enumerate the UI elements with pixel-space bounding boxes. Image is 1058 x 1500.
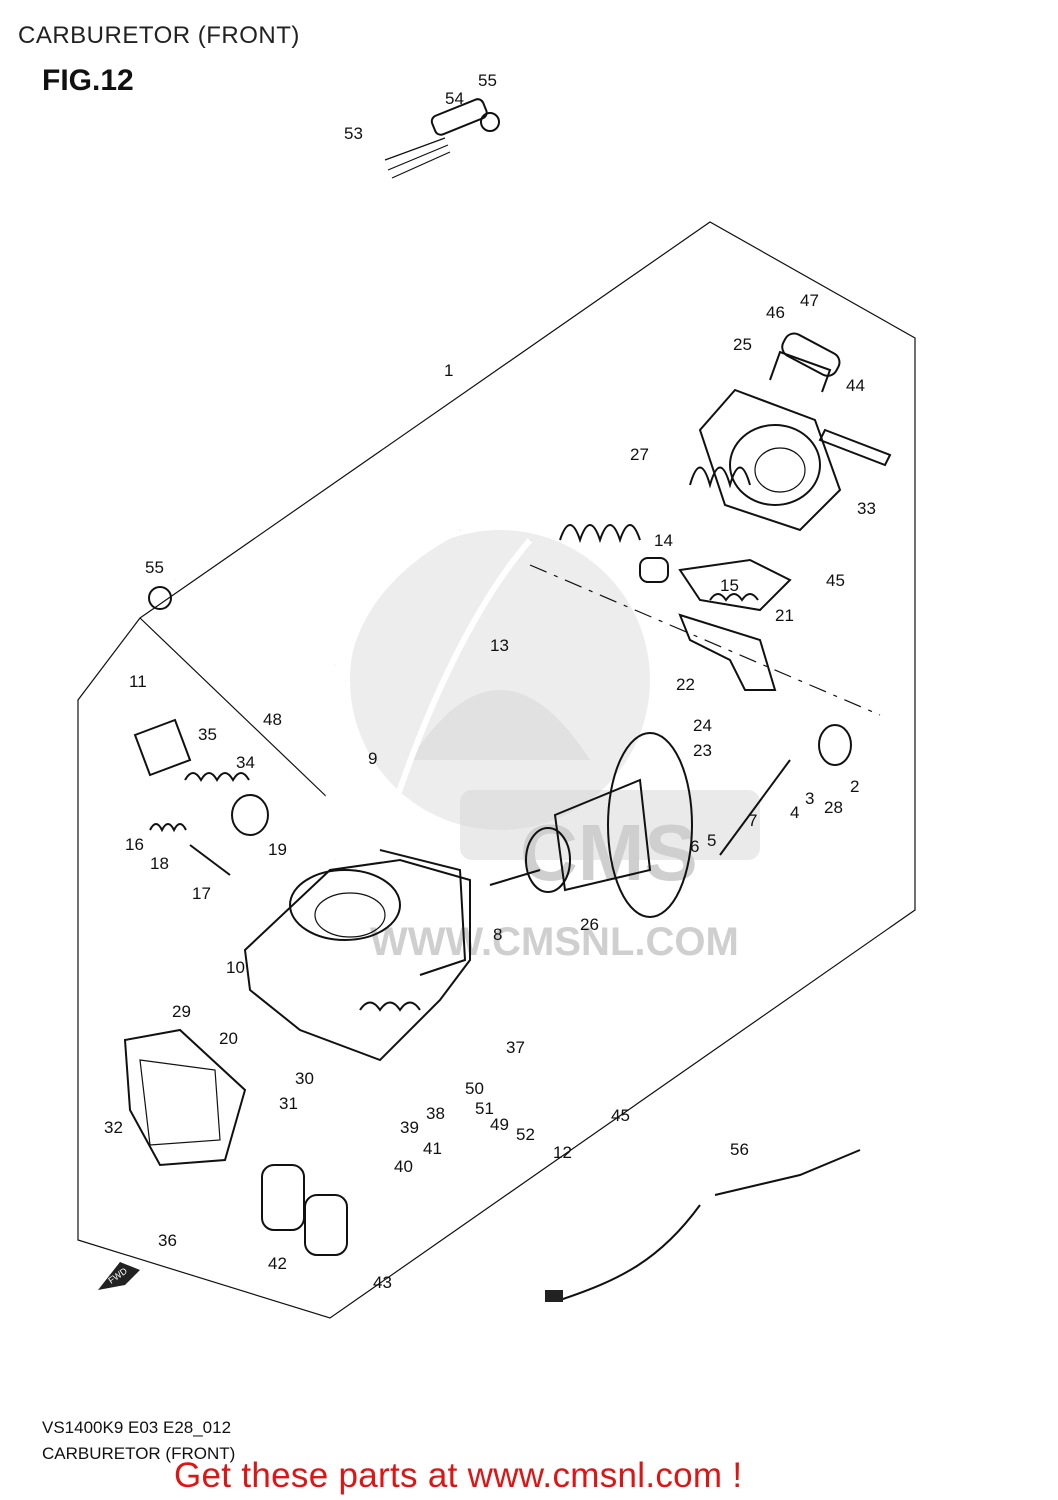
callout-14: 14 (654, 531, 673, 550)
callout-43: 43 (373, 1273, 392, 1292)
callout-2: 2 (850, 777, 859, 796)
callout-17: 17 (192, 884, 211, 903)
float-chamber (123, 1028, 247, 1167)
callout-25: 25 (733, 335, 752, 354)
figure-label: FIG.12 (42, 64, 134, 97)
cable-end (545, 1290, 563, 1302)
callout-53: 53 (344, 124, 363, 143)
leader-line (139, 617, 331, 801)
callout-34: 34 (236, 753, 255, 772)
reference-code: VS1400K9 E03 E28_012 (42, 1418, 232, 1437)
callout-45b: 45 (611, 1106, 630, 1125)
page-title: CARBURETOR (FRONT) (18, 22, 300, 49)
callout-32: 32 (104, 1118, 123, 1137)
callout-11: 11 (129, 672, 147, 691)
callout-12: 12 (553, 1143, 572, 1162)
callout-28: 28 (824, 798, 843, 817)
callout-39: 39 (400, 1118, 419, 1137)
callout-52: 52 (516, 1125, 535, 1144)
callout-21: 21 (775, 606, 794, 625)
jet-needle (719, 759, 791, 856)
callout-31: 31 (279, 1094, 298, 1113)
spring (709, 593, 759, 602)
link-plate (678, 613, 777, 691)
clamp (480, 112, 500, 132)
clamp (148, 586, 172, 610)
needle-holder (818, 724, 852, 766)
fwd-arrow-icon: FWD (98, 1262, 140, 1290)
callout-24: 24 (693, 716, 712, 735)
callout-18: 18 (150, 854, 169, 873)
callout-50: 50 (465, 1079, 484, 1098)
callout-13: 13 (490, 636, 509, 655)
carburetor-body (243, 849, 471, 1062)
plunger (189, 844, 231, 876)
footer-title: CARBURETOR (FRONT) (42, 1444, 236, 1463)
callout-23: 23 (693, 741, 712, 760)
callout-56: 56 (730, 1140, 749, 1159)
callout-55b: 55 (145, 558, 164, 577)
callout-4: 4 (790, 803, 799, 822)
callout-51: 51 (475, 1099, 494, 1118)
watermark-text: WWW.CMSNL.COM (370, 920, 739, 964)
throttle-cable (559, 1204, 701, 1301)
callout-40: 40 (394, 1157, 413, 1176)
hose-piece (781, 332, 841, 377)
callout-20: 20 (219, 1029, 238, 1048)
hose-rib (384, 137, 451, 179)
callout-3: 3 (805, 789, 814, 808)
callout-7: 7 (748, 811, 757, 830)
callout-30: 30 (295, 1069, 314, 1088)
cover-plate (133, 718, 192, 777)
callout-27: 27 (630, 445, 649, 464)
callout-49: 49 (490, 1115, 509, 1134)
callout-29: 29 (172, 1002, 191, 1021)
callout-5: 5 (707, 831, 716, 850)
callout-37: 37 (506, 1038, 525, 1057)
callout-8: 8 (493, 925, 502, 944)
wire-clip (769, 350, 832, 393)
axis-line (529, 564, 881, 716)
spring (149, 823, 187, 833)
callout-46: 46 (766, 303, 785, 322)
callout-35: 35 (198, 725, 217, 744)
callout-9: 9 (368, 749, 377, 768)
diaphragm-cover (698, 388, 842, 532)
float (261, 1164, 348, 1256)
throttle-piston (525, 732, 693, 918)
pipe-fitting (430, 98, 488, 136)
callout-16: 16 (125, 835, 144, 854)
callout-41: 41 (423, 1139, 442, 1158)
callout-22: 22 (676, 675, 695, 694)
assembly-boundary (77, 221, 916, 1319)
callout-45: 45 (826, 571, 845, 590)
spring (559, 466, 751, 544)
callout-1: 1 (444, 361, 453, 380)
callout-33: 33 (857, 499, 876, 518)
callout-6: 6 (690, 837, 699, 856)
vent-hose (174, 137, 441, 581)
spring (184, 772, 250, 783)
callout-15: 15 (720, 576, 739, 595)
callout-36: 36 (158, 1231, 177, 1250)
callout-38: 38 (426, 1104, 445, 1123)
bracket-plate (678, 558, 792, 612)
callout-10: 10 (226, 958, 245, 977)
callout-labels: 55 54 53 1 47 46 25 44 27 33 14 45 15 21… (104, 71, 876, 1292)
callout-54: 54 (445, 89, 464, 108)
collar (639, 557, 669, 583)
callout-19: 19 (268, 840, 287, 859)
callout-48: 48 (263, 710, 282, 729)
cable-bracket (818, 428, 892, 467)
callout-55: 55 (478, 71, 497, 90)
shaft (489, 869, 541, 886)
shop-link[interactable]: Get these parts at www.cmsnl.com ! (174, 1456, 743, 1495)
throttle-cable (714, 1149, 861, 1196)
callout-44: 44 (846, 376, 865, 395)
callout-26: 26 (580, 915, 599, 934)
callout-47: 47 (800, 291, 819, 310)
diaphragm (231, 794, 269, 836)
callout-42: 42 (268, 1254, 287, 1273)
